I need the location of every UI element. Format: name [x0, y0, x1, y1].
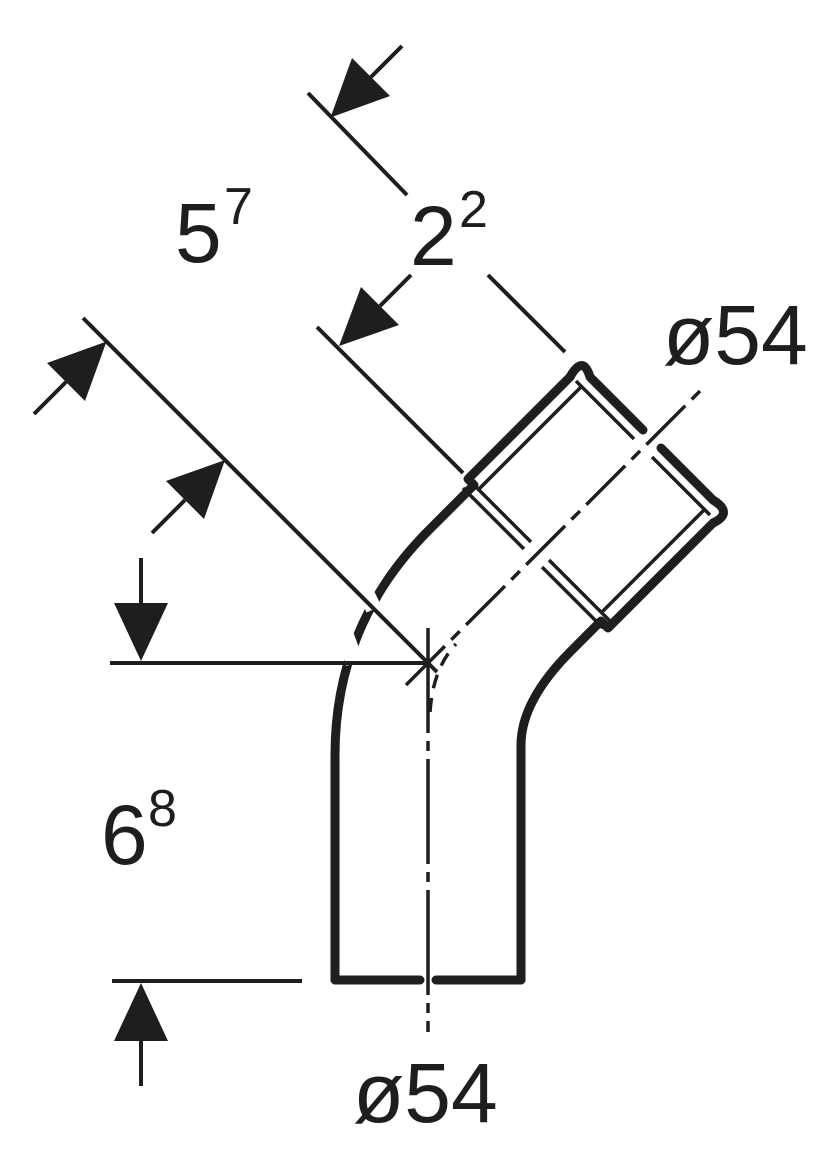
arrow-tail [32, 380, 68, 416]
socket-wall-inner-line-lower [599, 508, 706, 615]
extension-line-mouth-plane [306, 91, 567, 354]
arrow-southwest-icon [330, 58, 390, 118]
dim-label-height: 6 [101, 788, 148, 882]
socket-mouth-inner-line [574, 379, 712, 517]
dim-label-z2: 2 [410, 189, 457, 283]
outline-break-mask [358, 589, 382, 613]
centerline-diagonal [404, 389, 702, 687]
centerlines [404, 389, 702, 1032]
dimension-labels: 5 7 2 2 6 8 ø54 ø54 [101, 178, 808, 1140]
fitting-outline [330, 361, 728, 985]
socket-base-double-line [461, 479, 612, 630]
dim-label-z2-footnote: 2 [459, 181, 488, 239]
fitting-body [330, 361, 728, 985]
extension-line-socket-base [315, 325, 465, 475]
arrow-up-icon [114, 983, 168, 1041]
centerline-bend-arc [428, 642, 458, 713]
arrow-tail [150, 498, 187, 535]
arrow-tail [369, 44, 404, 79]
dimension-arrows [32, 44, 413, 1086]
dim-label-z1-footnote: 7 [224, 178, 253, 236]
arrow-southwest-icon [339, 287, 399, 346]
dim-label-height-footnote: 8 [148, 780, 177, 838]
socket-wall-inner-line-upper [476, 385, 583, 492]
diameter-label-socket-end: ø54 [663, 288, 808, 382]
arrow-northeast-icon [166, 460, 225, 519]
arrow-down-icon [114, 603, 168, 661]
outline-break-mask [332, 622, 364, 666]
diameter-label-plain-end: ø54 [353, 1046, 498, 1140]
arrow-northeast-icon [47, 341, 107, 401]
extension-line-bend-center [81, 316, 439, 674]
arrow-tail [378, 273, 413, 308]
dim-label-z1: 5 [175, 186, 222, 280]
extension-lines [81, 91, 567, 983]
